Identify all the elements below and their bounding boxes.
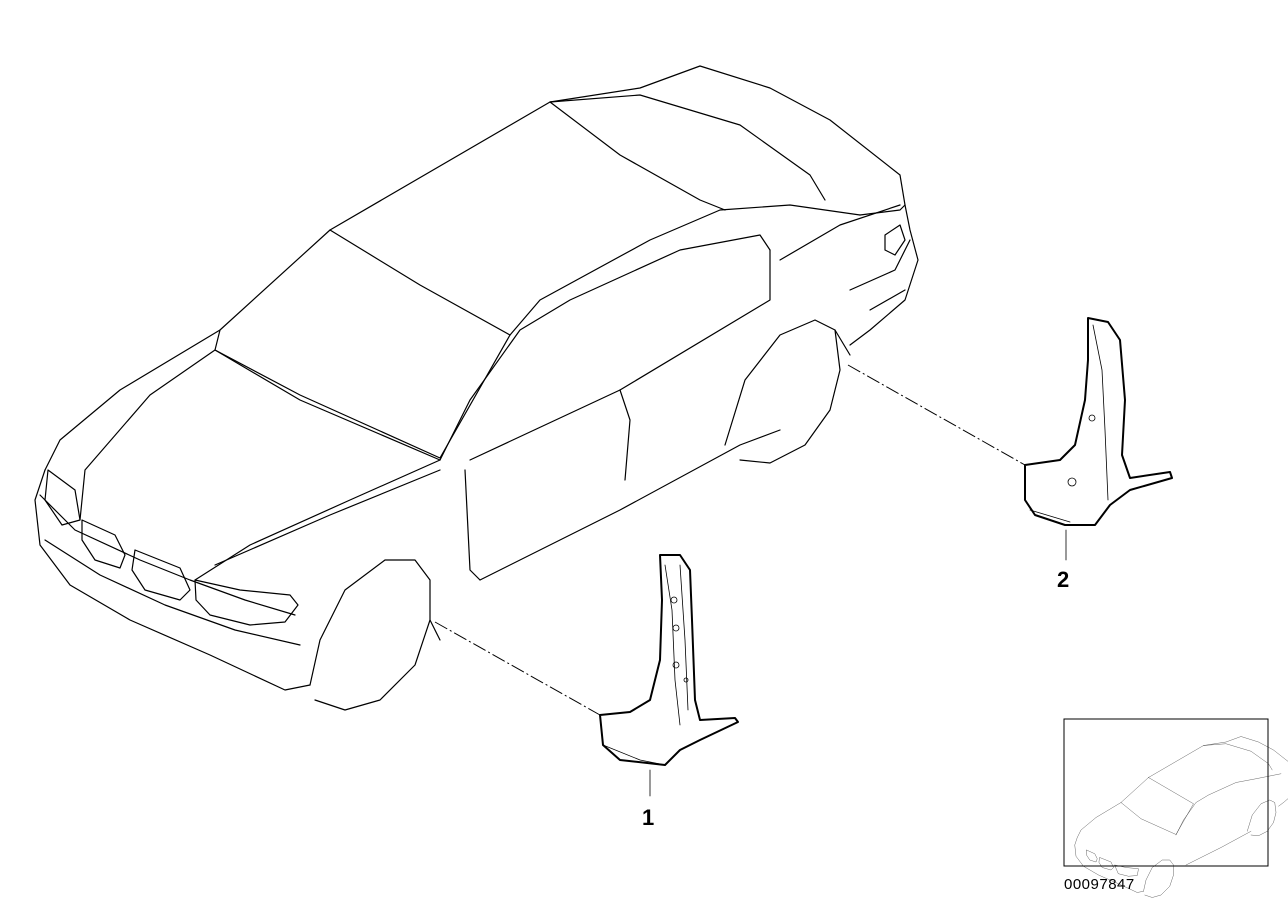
- inset-thumbnail: [1063, 718, 1288, 898]
- front-mud-flap: [599, 554, 739, 766]
- document-number: 00097847: [1064, 876, 1135, 893]
- leader-lines: [434, 364, 1067, 797]
- car-outline: [34, 65, 919, 711]
- rear-mud-flap: [1024, 317, 1173, 526]
- callout-1-label: 1: [642, 805, 654, 830]
- callout-2-label: 2: [1057, 567, 1069, 592]
